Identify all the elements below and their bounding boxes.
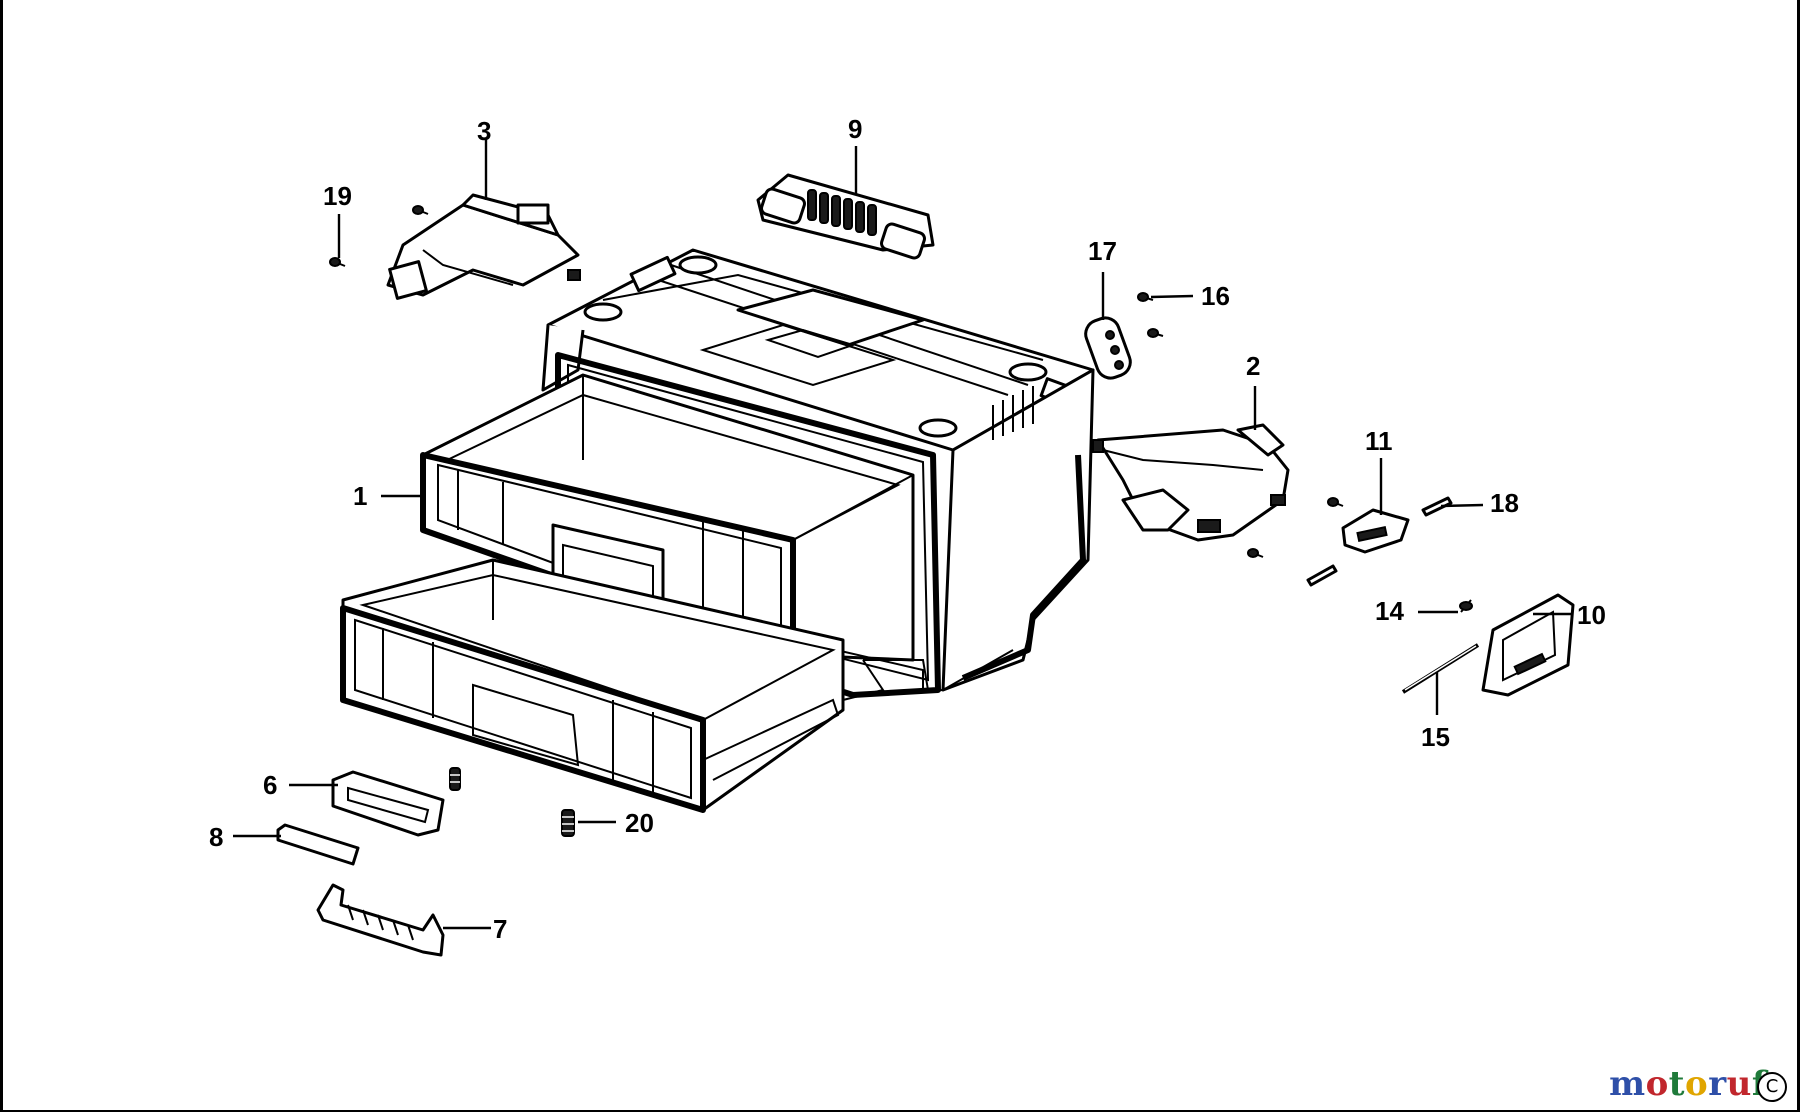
callout-8: 8: [209, 822, 223, 852]
diagram-drawing: 1 2 3 6 7 8 9 10 11 14 15 16 17 18 19 20: [209, 114, 1606, 957]
callout-2: 2: [1246, 351, 1260, 381]
case-body: [541, 248, 1095, 698]
callout-9: 9: [848, 114, 862, 144]
pin-18: [1421, 496, 1453, 517]
callout-11: 11: [1365, 426, 1393, 456]
callout-20: 20: [625, 808, 654, 838]
callout-10: 10: [1577, 600, 1606, 630]
screw-near-17: [1147, 328, 1164, 338]
callout-18: 18: [1490, 488, 1519, 518]
watermark-letter: r: [1708, 1064, 1727, 1104]
screw-14: [1459, 599, 1473, 613]
callout-1: 1: [353, 481, 367, 511]
small-latch: [1341, 508, 1410, 554]
screw-near-3: [412, 205, 429, 215]
callout-numbers: 1 2 3 6 7 8 9 10 11 14 15 16 17 18 19 20: [209, 114, 1606, 944]
callout-19: 19: [323, 181, 352, 211]
copyright-icon: C: [1757, 1072, 1787, 1102]
lower-drawer: [340, 558, 885, 813]
spring-20: [561, 809, 575, 837]
screw-near-2: [1247, 548, 1264, 558]
callout-16: 16: [1201, 281, 1230, 311]
drawer-handle-insert: [331, 770, 445, 837]
watermark-letter: t: [1668, 1064, 1686, 1104]
callout-3: 3: [477, 116, 491, 146]
watermark-logo: motoruf: [1609, 1064, 1767, 1104]
drawer-latch: [316, 883, 445, 957]
top-handle: [756, 173, 935, 260]
left-latch-bracket: [386, 193, 581, 300]
screw-19: [329, 257, 346, 267]
watermark-letter: m: [1609, 1064, 1646, 1104]
rod-15: [1401, 643, 1480, 694]
callout-7: 7: [493, 914, 507, 944]
side-handle: [1481, 593, 1575, 697]
screw-16: [1137, 292, 1154, 302]
pin-lower: [1306, 564, 1338, 587]
screw-near-11: [1327, 497, 1344, 507]
callout-6: 6: [263, 770, 277, 800]
watermark-letter: o: [1685, 1064, 1709, 1104]
watermark-letter: o: [1645, 1064, 1669, 1104]
right-latch-bracket: [1092, 423, 1290, 542]
leader-lines: [233, 138, 1573, 930]
spring-small: [449, 767, 461, 791]
hinge-plate: [1084, 316, 1132, 380]
label-strip: [276, 823, 360, 866]
callout-17: 17: [1088, 236, 1117, 266]
callout-14: 14: [1375, 596, 1404, 626]
callout-15: 15: [1421, 722, 1450, 752]
watermark-letter: u: [1726, 1064, 1752, 1104]
